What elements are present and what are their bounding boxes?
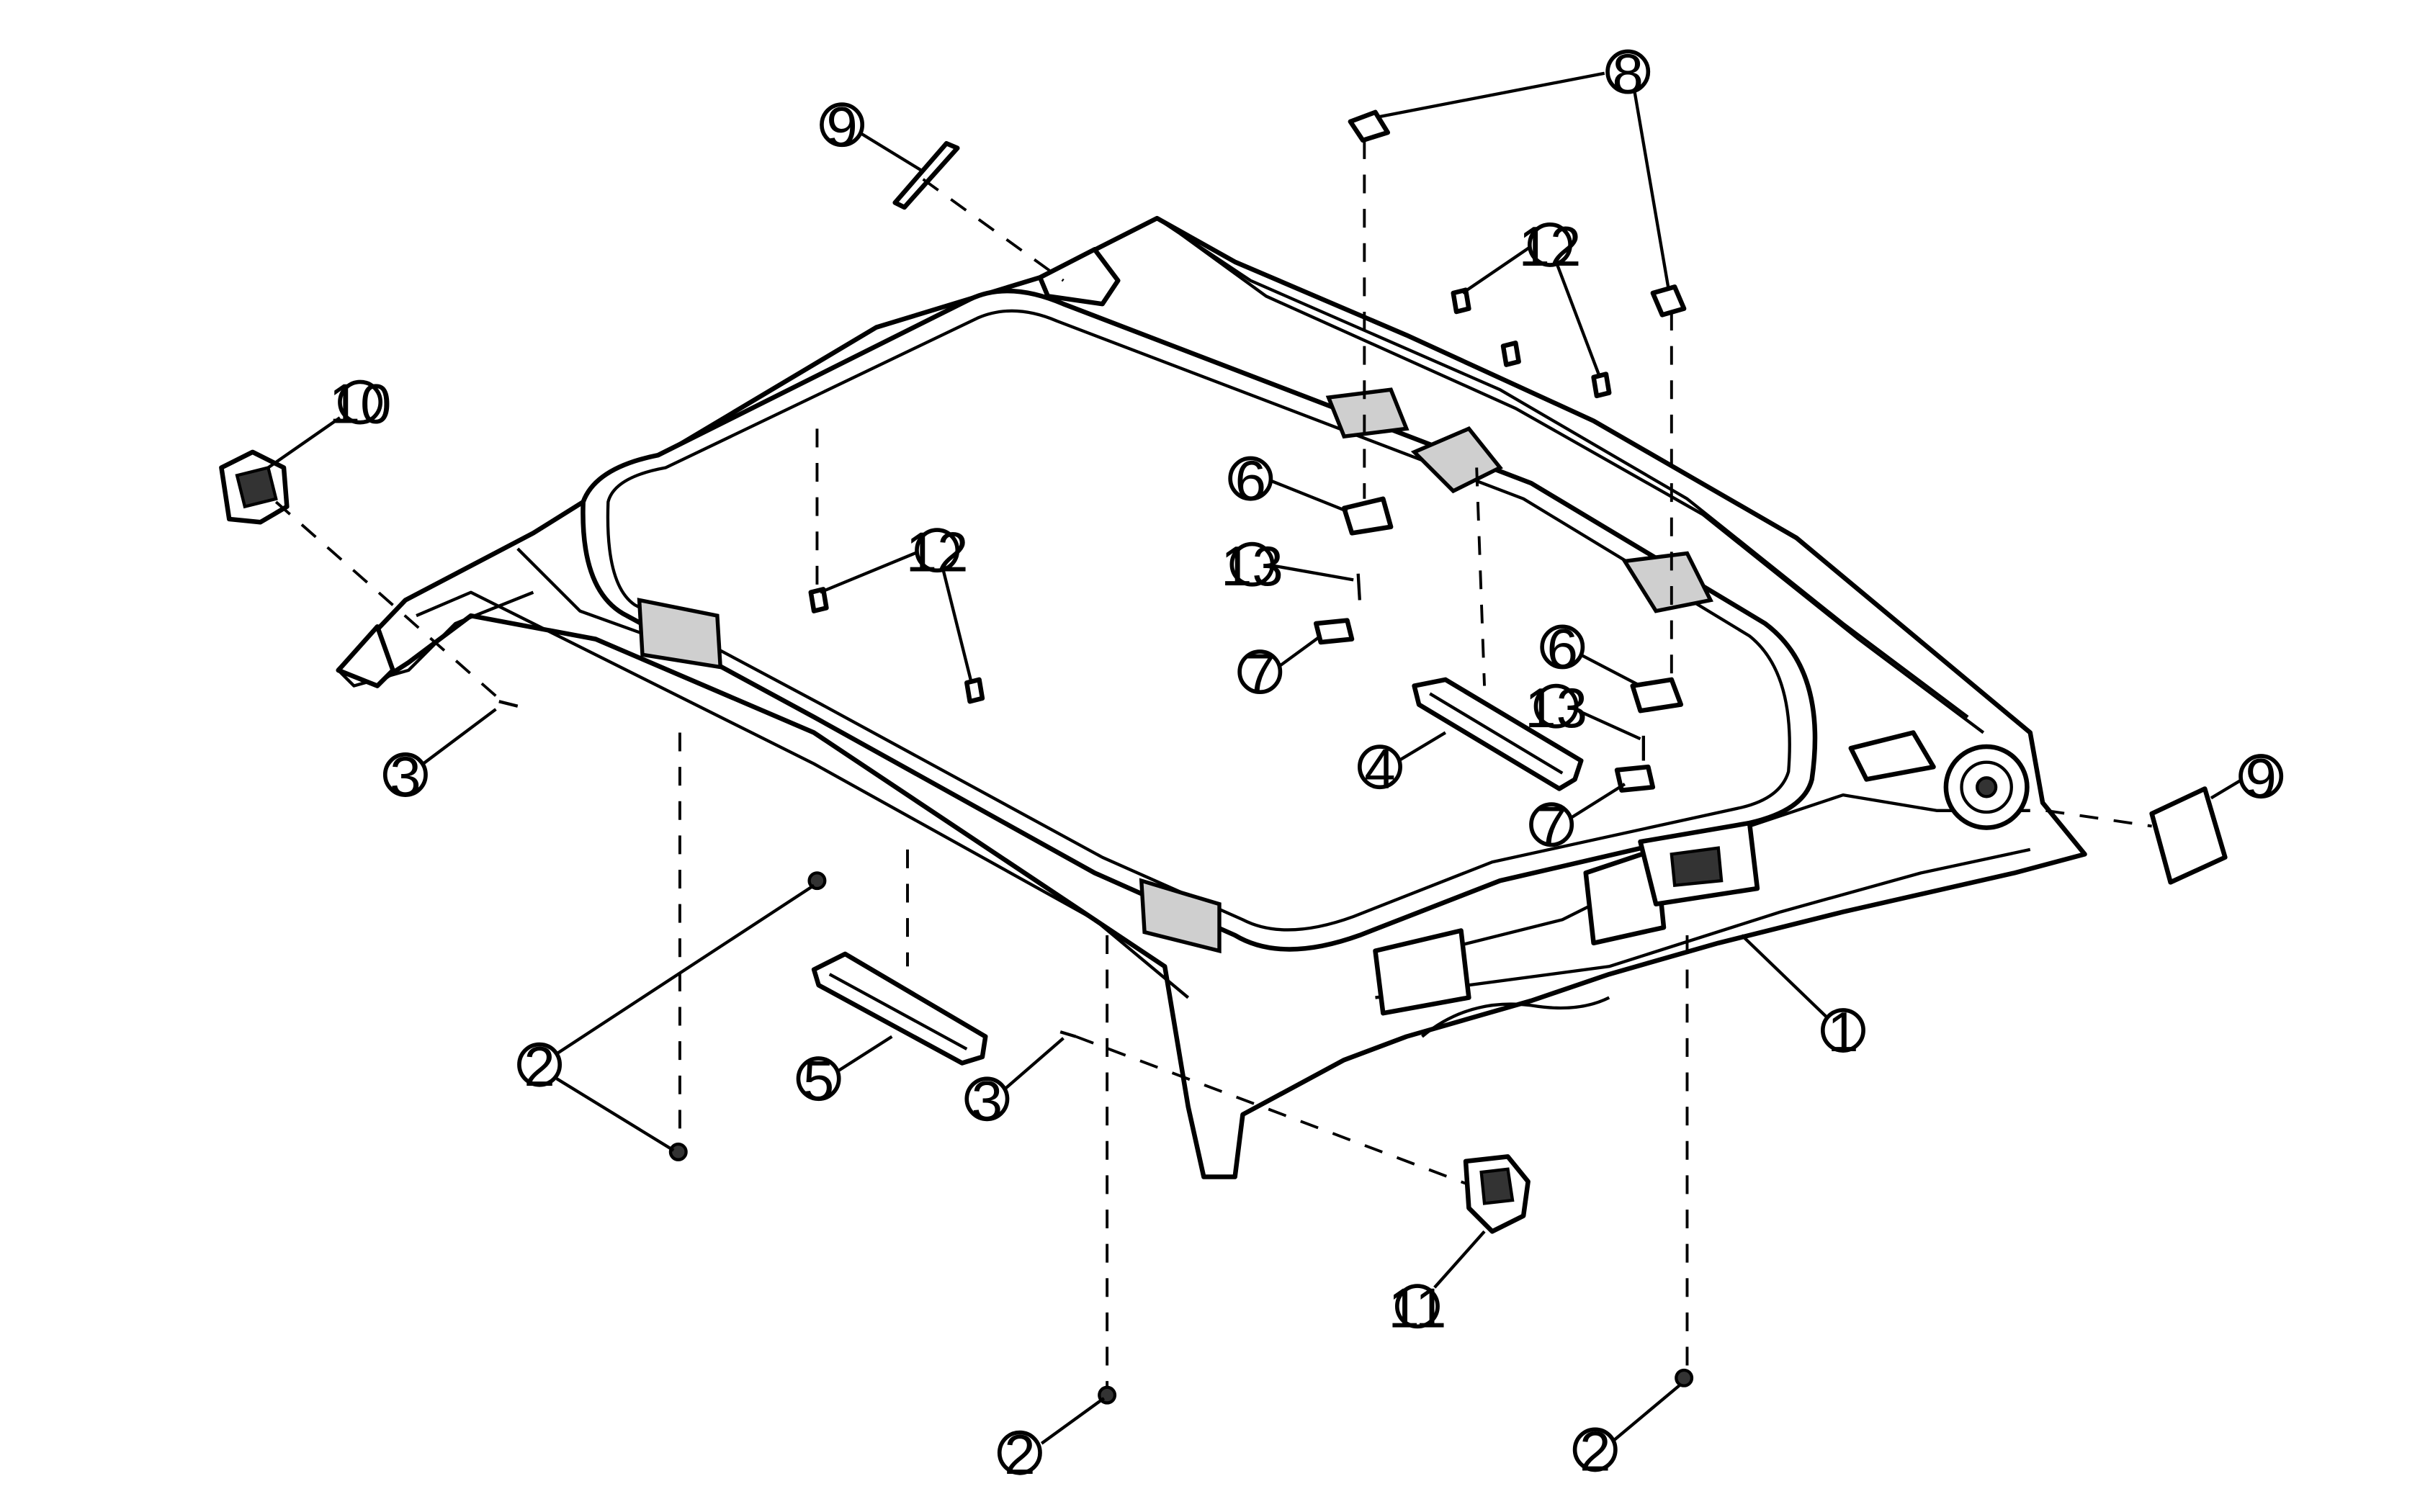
part-12-clip-b <box>1500 341 1521 367</box>
callout-11: 11 <box>1388 1276 1446 1339</box>
callout-9-rear: 9 <box>2238 746 2284 809</box>
svg-text:7: 7 <box>1245 642 1276 705</box>
svg-text:8: 8 <box>1613 42 1644 105</box>
svg-text:10: 10 <box>329 372 392 436</box>
svg-text:13: 13 <box>1221 534 1283 598</box>
headliner-panel <box>336 215 2087 1179</box>
part-12-clip-d <box>808 587 829 613</box>
part-13-screw-a <box>1356 573 1361 600</box>
svg-text:6: 6 <box>1547 617 1578 680</box>
part-3-screw-a <box>498 700 519 708</box>
svg-text:9: 9 <box>2246 746 2277 809</box>
part-6-clip-a <box>1341 496 1394 536</box>
part-12-clip-c <box>1591 372 1612 399</box>
svg-text:13: 13 <box>1525 676 1587 739</box>
svg-text:4: 4 <box>1364 737 1395 800</box>
callout-1: 1 <box>1821 1000 1865 1063</box>
callout-13-a: 13 <box>1221 534 1283 598</box>
part-6-clip-b <box>1630 677 1684 714</box>
callout-12-top: 12 <box>1519 215 1582 278</box>
leader-lines <box>267 71 2244 1445</box>
part-5-lamp <box>811 951 988 1066</box>
part-7-bracket-a <box>1313 618 1355 645</box>
svg-text:3: 3 <box>972 1068 1003 1132</box>
callout-6-a: 6 <box>1228 449 1273 512</box>
part-2-nut-b <box>668 1142 688 1161</box>
part-12-clip-e <box>964 677 985 704</box>
svg-text:2: 2 <box>1579 1420 1610 1483</box>
svg-text:5: 5 <box>803 1048 834 1112</box>
assembly-lines <box>274 140 2152 1387</box>
svg-text:3: 3 <box>390 744 421 808</box>
part-8-clip-a <box>1348 109 1391 143</box>
part-9-rear-label <box>2149 786 2228 885</box>
callout-7-b: 7 <box>1529 794 1574 858</box>
callout-5: 5 <box>796 1048 841 1112</box>
part-11-module <box>1463 1154 1531 1234</box>
svg-text:2: 2 <box>524 1035 555 1098</box>
part-9-front-strip <box>892 140 960 210</box>
callout-13-b: 13 <box>1525 676 1587 739</box>
svg-text:2: 2 <box>1004 1423 1035 1486</box>
part-10-module <box>219 449 290 525</box>
part-2-nut-d <box>1675 1368 1694 1387</box>
callout-8: 8 <box>1605 42 1651 105</box>
callout-2-right: 2 <box>1572 1420 1618 1483</box>
callout-3-b: 3 <box>964 1068 1010 1132</box>
svg-text:9: 9 <box>826 94 857 158</box>
part-12-clip-a <box>1451 287 1471 315</box>
callout-2-left: 2 <box>517 1035 563 1098</box>
callout-7-a: 7 <box>1237 642 1283 705</box>
svg-text:12: 12 <box>906 520 969 583</box>
callout-9-front: 9 <box>820 94 865 158</box>
callout-3-a: 3 <box>382 744 428 808</box>
part-7-bracket-b <box>1614 764 1656 793</box>
callout-6-b: 6 <box>1540 617 1585 680</box>
callout-2-bottom: 2 <box>997 1423 1042 1486</box>
part-8-clip-b <box>1650 284 1687 318</box>
callout-4: 4 <box>1358 737 1402 800</box>
svg-text:1: 1 <box>1827 1000 1858 1063</box>
callout-12-left: 12 <box>906 520 969 583</box>
part-3-screw-b <box>1059 1030 1077 1038</box>
svg-text:12: 12 <box>1519 215 1582 278</box>
part-4-lamp <box>1412 677 1584 791</box>
svg-text:11: 11 <box>1388 1276 1446 1339</box>
svg-text:6: 6 <box>1235 449 1266 512</box>
svg-text:7: 7 <box>1536 794 1567 858</box>
callout-10: 10 <box>329 372 392 436</box>
